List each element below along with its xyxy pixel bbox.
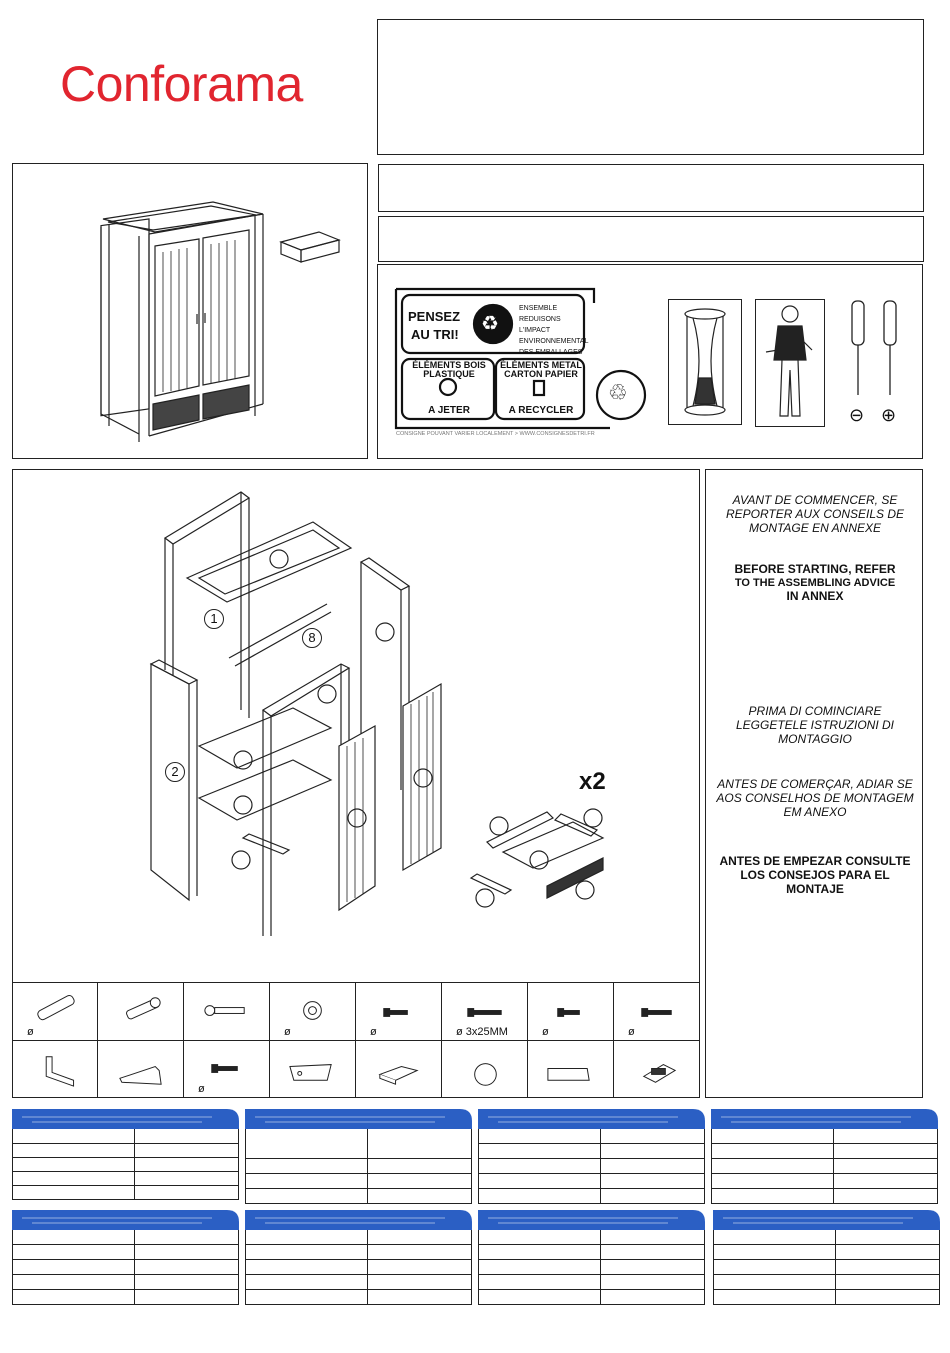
hardware-cell: ø [270, 983, 356, 1041]
screw-3x25-icon [467, 1008, 502, 1017]
hardware-cell [270, 1041, 356, 1098]
advice-es: ANTES DE EMPEZAR CONSULTE LOS CONSEJOS P… [719, 854, 911, 896]
cabinet-illustration [100, 201, 341, 442]
hardware-cell [356, 1041, 442, 1098]
parts-table [478, 1109, 705, 1204]
hardware-cell [442, 1041, 528, 1098]
hardware-cell: ø [528, 983, 614, 1041]
advice-en-3: IN ANNEX [786, 589, 844, 603]
recycle-arrows-icon: ♻ [481, 313, 499, 335]
hardware-cell [614, 1041, 700, 1098]
table-header [12, 1109, 239, 1129]
parts-table [245, 1210, 472, 1305]
hardware-label: ø 3x25MM [456, 1026, 508, 1038]
table-header [245, 1109, 472, 1129]
hardware-cell: ø [614, 983, 700, 1041]
screwdriver-cross-icon [880, 299, 900, 399]
parts-table [478, 1210, 705, 1305]
part-label-8: 8 [302, 628, 322, 648]
cross-head-symbol: ⊕ [881, 405, 897, 425]
to-recycle-label: A RECYCLER [508, 405, 574, 416]
hardware-label: ø [628, 1026, 635, 1038]
info-panel: PENSEZ AU TRI! ♻ ENSEMBLE REDUISONS L'IM… [377, 264, 923, 459]
exploded-diagram [149, 491, 605, 936]
connector-bolt-icon [126, 997, 161, 1020]
hardware-label: ø [370, 1026, 377, 1038]
impact-text: ENSEMBLE REDUISONS L'IMPACT ENVIRONNEMEN… [519, 305, 589, 356]
knob-icon [474, 1063, 497, 1086]
hourglass-icon [668, 299, 742, 425]
hardware-cell: ø [12, 983, 98, 1041]
hardware-label: ø [198, 1083, 205, 1095]
reference-box [378, 164, 924, 212]
part-label-2: 2 [165, 762, 185, 782]
pad-icon [378, 1066, 419, 1085]
dimensions-box [378, 216, 924, 262]
advice-panel [705, 469, 923, 1098]
drawer-quantity: x2 [579, 768, 606, 795]
hardware-cell: ø [184, 1041, 270, 1098]
advice-en-1: BEFORE STARTING, REFER [734, 562, 896, 576]
long-screw-icon [204, 1005, 245, 1016]
advice-it: PRIMA DI COMINCIARE LEGGETELE ISTRUZIONI… [735, 704, 895, 746]
hardware-cell: ø [356, 983, 442, 1041]
cam-lock-icon [303, 1001, 322, 1020]
rail-icon [547, 1068, 590, 1081]
short-screw-icon [557, 1008, 580, 1017]
hardware-cell [98, 1041, 184, 1098]
l-bracket-icon [45, 1056, 75, 1087]
parts-table [12, 1109, 239, 1200]
metal-paper-label: ÉLÉMENTS METAL CARTON PAPIER [500, 360, 582, 379]
hardware-label: ø [542, 1026, 549, 1038]
advice-fr: AVANT DE COMMENCER, SE REPORTER AUX CONS… [725, 493, 905, 535]
pensez-label: PENSEZ [408, 309, 461, 324]
screw-icon [641, 1008, 672, 1017]
wooden-dowel-icon [37, 994, 75, 1021]
recycling-guide [394, 287, 647, 430]
wood-plastic-label: ÉLÉMENTS BOIS PLASTIQUE [412, 360, 486, 379]
product-preview-panel [12, 163, 368, 459]
parts-table [12, 1210, 239, 1305]
parts-table [711, 1109, 938, 1204]
hardware-label: ø [27, 1026, 34, 1038]
hinge-plate-icon [289, 1064, 332, 1081]
hardware-cell [528, 1041, 614, 1098]
to-throw-label: A JETER [428, 405, 470, 416]
table-header [245, 1210, 472, 1230]
screwdriver-flat-icon [848, 299, 868, 399]
parts-table [713, 1210, 940, 1305]
parts-table [245, 1109, 472, 1204]
hardware-label: ø [284, 1026, 291, 1038]
table-header [711, 1109, 938, 1129]
advice-en-2: TO THE ASSEMBLING ADVICE [734, 577, 896, 589]
hardware-cell [12, 1041, 98, 1098]
flat-head-symbol: ⊖ [849, 405, 865, 425]
screw-icon [211, 1064, 238, 1073]
au-tri-label: AU TRI! [411, 327, 459, 342]
hardware-cell [184, 983, 270, 1041]
two-person-assembly-icon [755, 299, 825, 427]
magnet-catch-icon [642, 1064, 677, 1083]
wedge-icon [119, 1065, 162, 1085]
recycle-footer: CONSIGNE POUVANT VARIER LOCALEMENT > WWW… [396, 431, 595, 437]
exploded-view-panel: 1 8 2 [12, 469, 700, 1098]
part-label-1: 1 [204, 609, 224, 629]
table-header [478, 1210, 705, 1230]
conforama-logo: Conforama [60, 56, 303, 112]
advice-pt: ANTES DE COMERÇAR, ADIAR SE AOS CONSELHO… [716, 777, 914, 819]
hardware-cell [98, 983, 184, 1041]
small-screw-icon [383, 1008, 408, 1017]
hardware-grid: ø ø ø ø 3x25MM ø ø ø [12, 982, 700, 1099]
table-header [713, 1210, 940, 1230]
table-header [12, 1210, 239, 1230]
table-header [478, 1109, 705, 1129]
hardware-cell: ø 3x25MM [442, 983, 528, 1041]
product-title-box [377, 19, 924, 155]
recycle-man-icon: ♲ [608, 380, 628, 405]
